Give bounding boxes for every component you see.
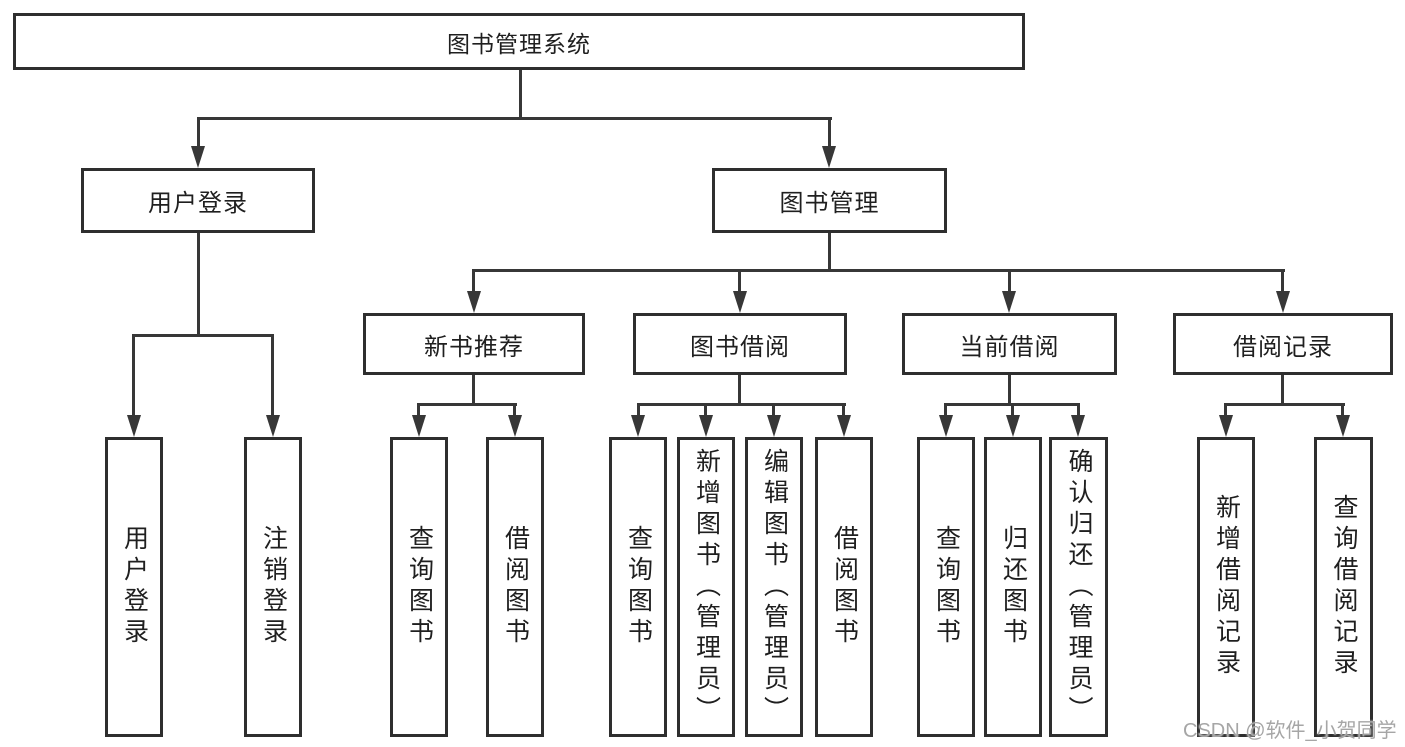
arrow-down: [1006, 415, 1020, 437]
leaf-label: 注销登录: [259, 525, 288, 649]
connector-line: [519, 70, 522, 118]
node-label: 借阅记录: [1233, 333, 1333, 361]
leaf-label: 用户登录: [120, 525, 149, 649]
leaf-add-books-admin: 新增图书（管理员）: [677, 437, 735, 737]
leaf-query-books: 查询图书: [917, 437, 975, 737]
connector-line: [1224, 403, 1345, 406]
node-label: 图书借阅: [690, 333, 790, 361]
arrow-down: [467, 291, 481, 313]
node-label: 图书管理: [779, 190, 880, 217]
node-label: 新书推荐: [424, 333, 524, 361]
leaf-label: 编辑图书（管理员）: [760, 447, 789, 727]
connector-line: [271, 334, 274, 416]
node-borrowing-records: 借阅记录: [1173, 313, 1393, 375]
connector-line: [1341, 403, 1344, 417]
node-current-borrowing: 当前借阅: [902, 313, 1117, 375]
arrow-down: [767, 415, 781, 437]
node-user-login: 用户登录: [81, 168, 315, 233]
arrow-down: [822, 146, 836, 168]
arrow-down: [266, 415, 280, 437]
arrow-down: [1002, 291, 1016, 313]
leaf-label: 查询图书: [405, 525, 434, 649]
leaf-borrow-books: 借阅图书: [486, 437, 544, 737]
arrow-down: [1219, 415, 1233, 437]
connector-line: [1008, 269, 1011, 293]
connector-line: [704, 403, 707, 417]
connector-line: [637, 403, 640, 417]
leaf-edit-books-admin: 编辑图书（管理员）: [745, 437, 803, 737]
node-label: 用户登录: [148, 190, 248, 217]
node-new-book-recommendation: 新书推荐: [363, 313, 585, 375]
arrow-down: [1336, 415, 1350, 437]
csdn-watermark: CSDN @软件_小贺同学: [1183, 720, 1397, 742]
connector-line: [473, 269, 1285, 272]
leaf-confirm-return-admin: 确认归还（管理员）: [1049, 437, 1108, 737]
connector-line: [197, 117, 200, 147]
node-book-borrowing: 图书借阅: [633, 313, 847, 375]
node-label: 图书管理系统: [447, 30, 591, 57]
arrow-down: [127, 415, 141, 437]
node-label: 当前借阅: [959, 333, 1060, 361]
connector-line: [1224, 403, 1227, 417]
connector-line: [197, 117, 832, 120]
arrow-down: [191, 146, 205, 168]
connector-line: [944, 403, 947, 417]
connector-line: [637, 403, 846, 406]
connector-line: [417, 403, 420, 417]
connector-line: [828, 117, 831, 147]
arrow-down: [699, 415, 713, 437]
connector-line: [197, 233, 200, 336]
connector-line: [738, 269, 741, 293]
leaf-query-books: 查询图书: [390, 437, 448, 737]
connector-line: [772, 403, 775, 417]
leaf-label: 归还图书: [999, 525, 1028, 649]
connector-line: [513, 403, 516, 417]
leaf-label: 新增借阅记录: [1212, 494, 1241, 680]
leaf-label: 借阅图书: [830, 525, 859, 649]
leaf-user-login: 用户登录: [105, 437, 163, 737]
arrow-down: [837, 415, 851, 437]
connector-line: [472, 375, 475, 405]
arrow-down: [733, 291, 747, 313]
connector-line: [1077, 403, 1080, 417]
connector-line: [1008, 375, 1011, 405]
connector-line: [842, 403, 845, 417]
leaf-query-books: 查询图书: [609, 437, 667, 737]
node-library-management-system: 图书管理系统: [13, 13, 1025, 70]
connector-line: [417, 403, 517, 406]
leaf-label: 借阅图书: [501, 525, 530, 649]
connector-line: [1281, 269, 1284, 293]
connector-line: [132, 334, 274, 337]
leaf-return-books: 归还图书: [984, 437, 1042, 737]
leaf-borrow-books: 借阅图书: [815, 437, 873, 737]
connector-line: [828, 233, 831, 271]
connector-line: [132, 334, 135, 416]
node-book-management: 图书管理: [712, 168, 947, 233]
leaf-label: 查询图书: [624, 525, 653, 649]
leaf-label: 新增图书（管理员）: [692, 447, 721, 727]
leaf-label: 确认归还（管理员）: [1065, 447, 1093, 727]
leaf-logout: 注销登录: [244, 437, 302, 737]
arrow-down: [1071, 415, 1085, 437]
leaf-label: 查询借阅记录: [1330, 494, 1358, 680]
arrow-down: [939, 415, 953, 437]
arrow-down: [1276, 291, 1290, 313]
connector-line: [1281, 375, 1284, 405]
connector-line: [738, 375, 741, 405]
leaf-label: 查询图书: [932, 525, 961, 649]
leaf-query-borrow-record: 查询借阅记录: [1314, 437, 1373, 737]
arrow-down: [508, 415, 522, 437]
leaf-add-borrow-record: 新增借阅记录: [1197, 437, 1255, 737]
connector-line: [1011, 403, 1014, 417]
arrow-down: [631, 415, 645, 437]
arrow-down: [412, 415, 426, 437]
connector-line: [472, 269, 475, 293]
